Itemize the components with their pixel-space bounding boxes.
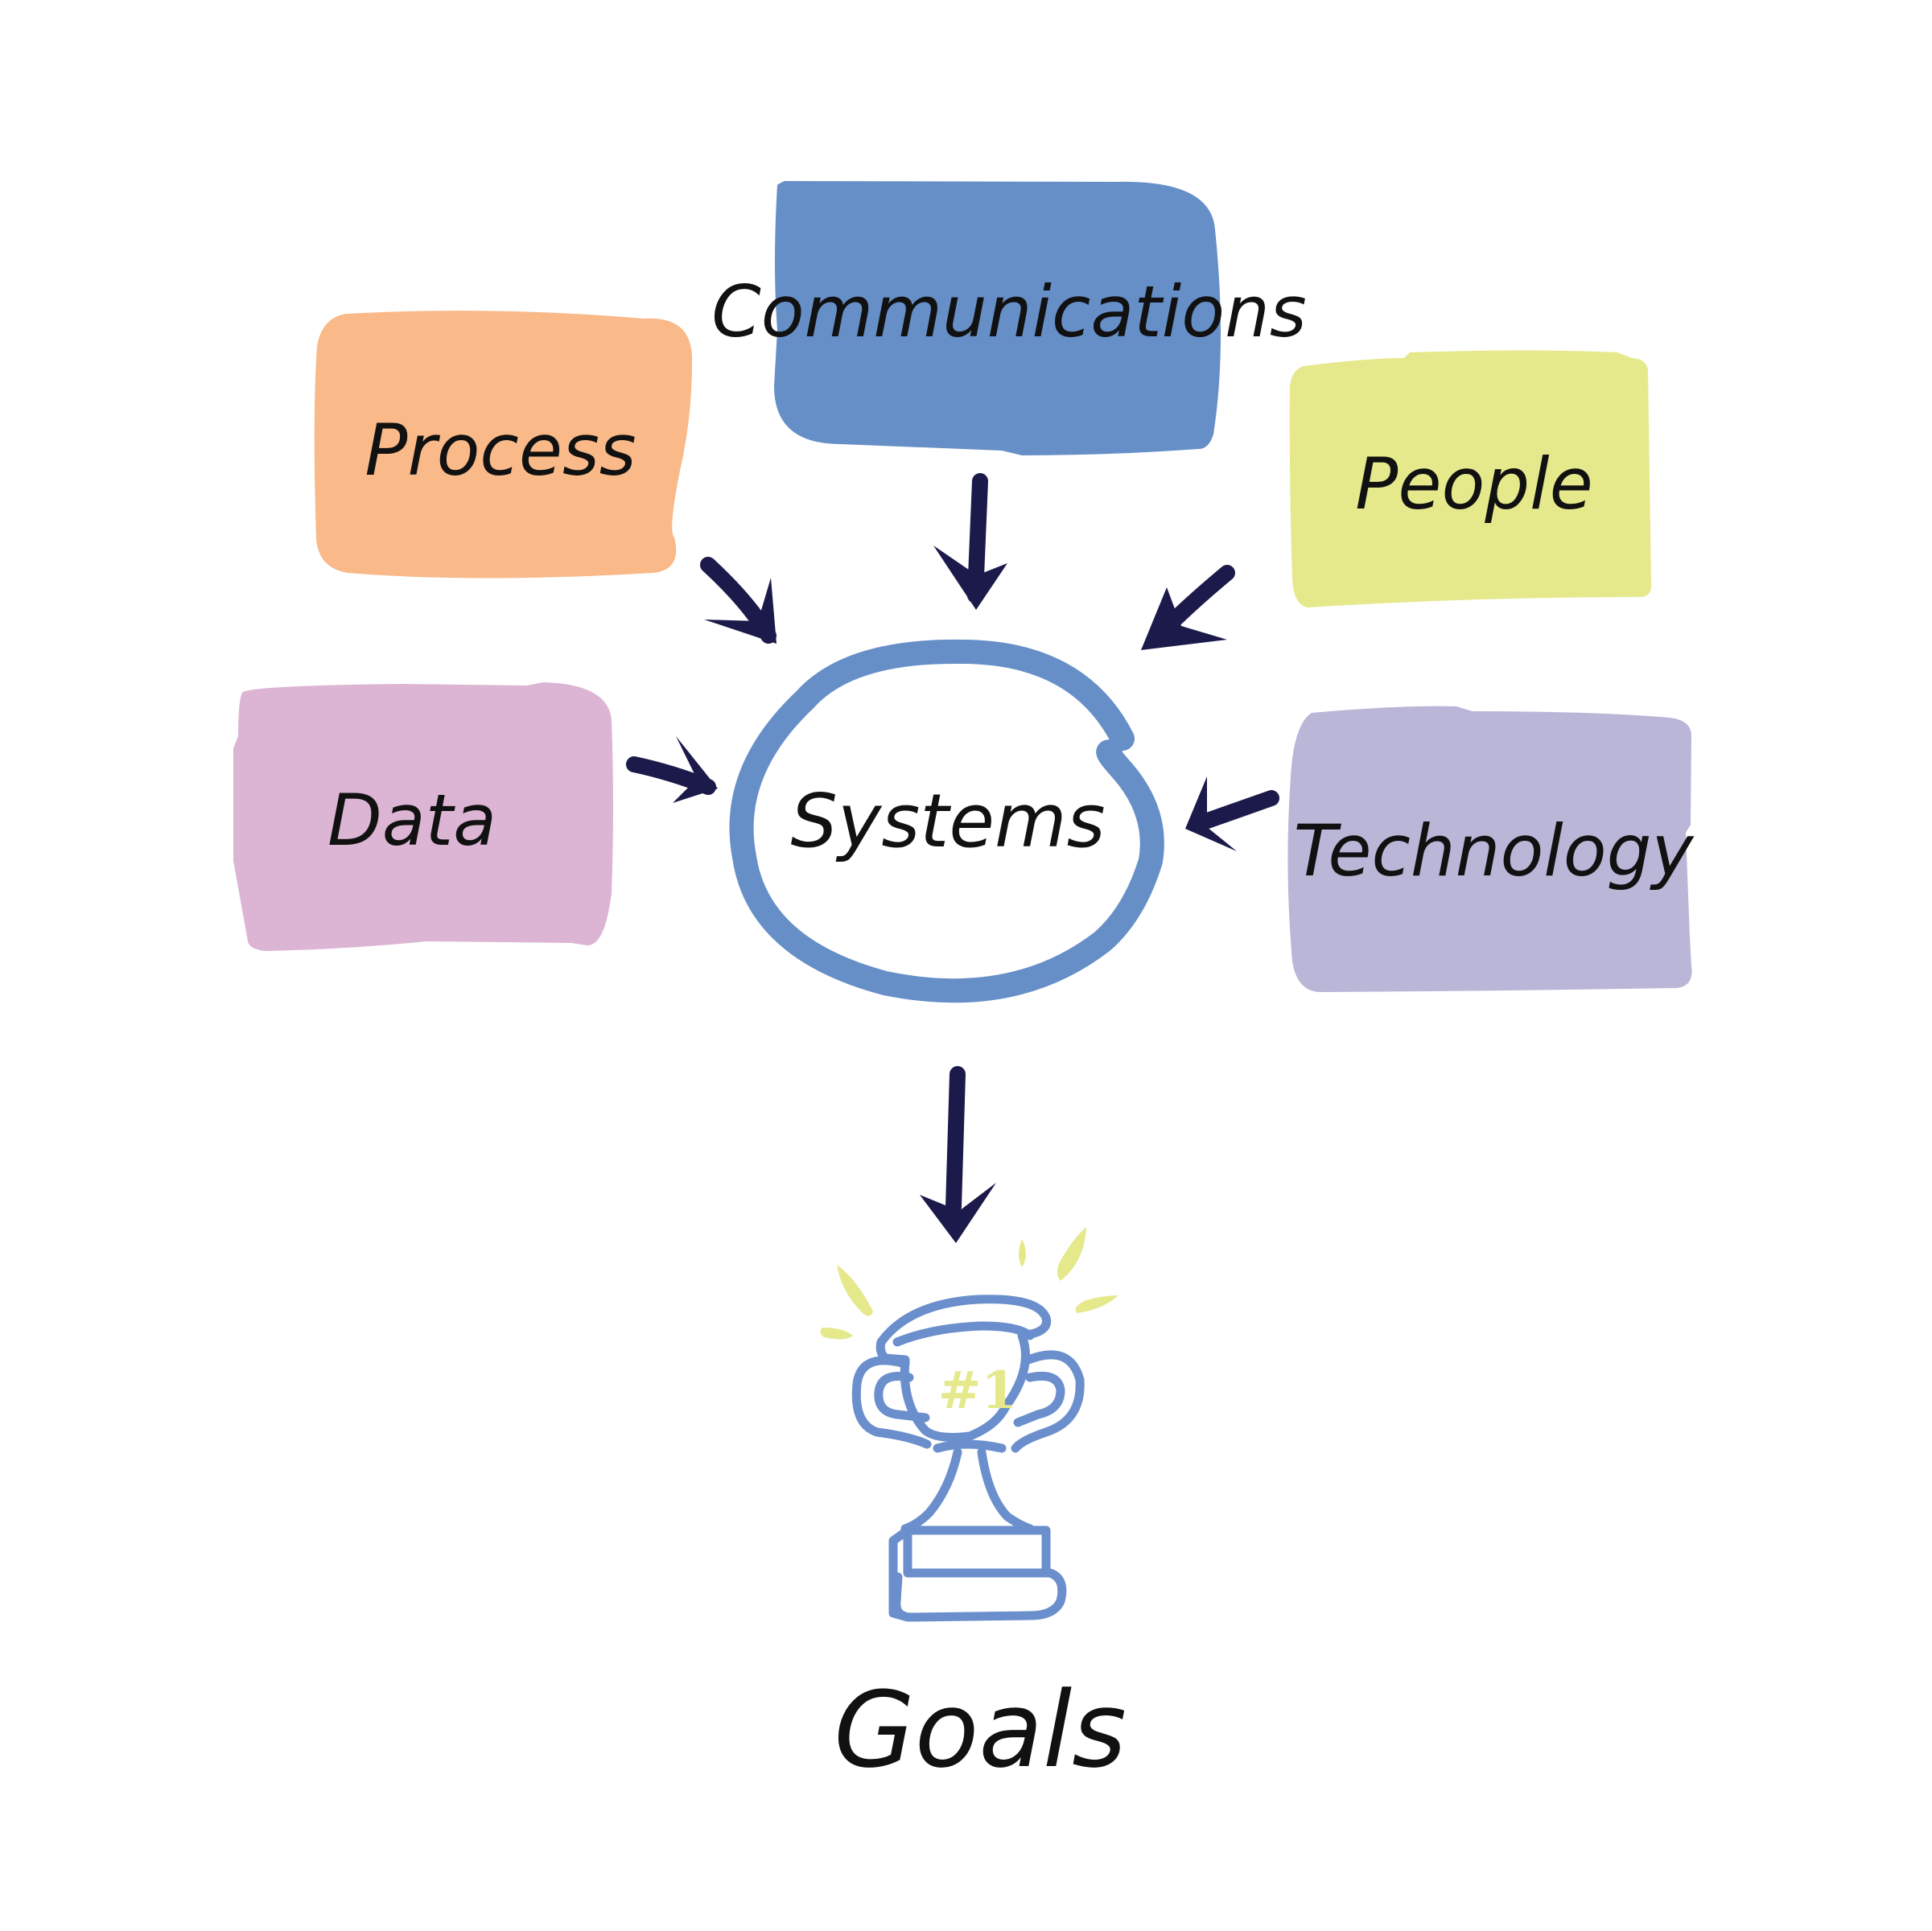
trophy-badge: #1 [938,1361,1017,1421]
arrow-goals-shaft [945,1066,966,1215]
trophy-handle-right [1011,1350,1085,1453]
trophy-base-bottom [892,1568,1067,1622]
sparkle-3 [1019,1239,1026,1267]
trophy-base-top [903,1525,1051,1578]
arrow-people [1141,565,1235,650]
trophy-stem [900,1447,1035,1534]
arrow-data [626,736,718,803]
communications-box [774,181,1221,455]
arrow-data-head [673,736,718,803]
data-label: Data [327,779,496,862]
people-box [1289,350,1651,607]
trophy-sparkles [820,1227,1118,1340]
node-process: Process [314,311,693,578]
trophy-cup [875,1295,1052,1442]
arrow-process [700,557,777,644]
node-people: People [1289,350,1651,607]
arrow-goals-head [920,1183,996,1243]
systems-label: Systems [791,778,1106,864]
trophy-cup-inner [892,1321,1035,1347]
sparkle-1 [837,1265,873,1316]
arrow-goals [920,1066,996,1243]
trophy-handle-right-inner [1013,1371,1065,1427]
trophy-base-side [888,1525,912,1622]
node-data: Data [233,682,613,951]
trophy-handle-left-inner [874,1372,930,1423]
arrow-people-head [1141,587,1227,650]
node-communications: Communications [711,181,1307,455]
technology-label: Technology [1293,809,1695,892]
systems-ring [729,639,1164,1003]
arrow-technology [1185,776,1279,851]
arrow-technology-shaft [1195,790,1279,830]
data-box [233,682,613,951]
arrow-communications-head [933,546,1007,610]
technology-box [1287,706,1692,992]
trophy-outline [851,1295,1085,1622]
trophy-handle-left [851,1356,932,1449]
node-technology: Technology [1287,706,1695,992]
arrow-communications [933,473,1007,610]
people-label: People [1355,443,1593,525]
sparkle-2 [820,1328,853,1340]
process-label: Process [365,409,636,492]
goal-trophy: #1 [820,1227,1118,1622]
sparkle-5 [1075,1295,1118,1313]
goals-label: Goals [834,1669,1127,1791]
node-systems: Systems [729,639,1164,1003]
process-box [314,311,693,578]
arrow-technology-head [1185,776,1237,851]
trophy-stem-cap [933,1439,1007,1453]
sparkle-4 [1057,1227,1086,1281]
communications-label: Communications [711,270,1306,353]
arrow-process-head [704,578,777,644]
